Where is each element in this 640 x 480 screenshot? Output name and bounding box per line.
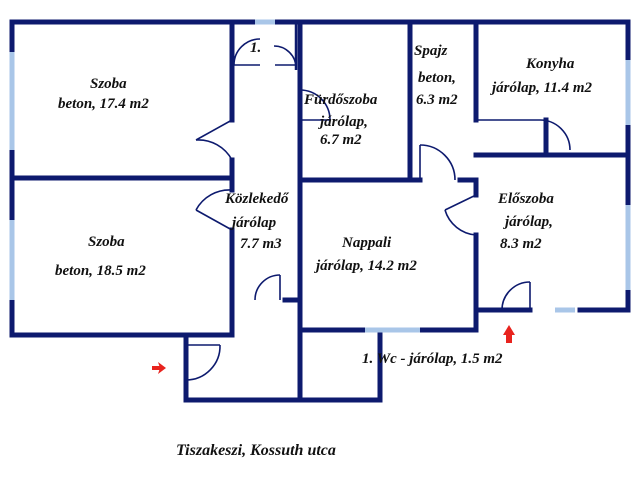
room-furdo-floor: járólap, xyxy=(318,114,368,130)
room-spajz-area: 6.3 m2 xyxy=(416,92,458,108)
red-arrow-up-icon xyxy=(503,325,515,343)
red-arrow-right-icon xyxy=(158,362,166,374)
room-kozleked-area: 7.7 m3 xyxy=(240,236,282,252)
room-wc-marker: 1. xyxy=(250,40,261,56)
room-szoba-1-floor: beton, 17.4 m2 xyxy=(58,96,149,112)
room-konyha-floor: járólap, 11.4 m2 xyxy=(490,80,593,96)
room-eloszoba-floor: járólap, xyxy=(503,214,553,230)
room-kozleked-floor: járólap xyxy=(230,215,277,231)
wc-note: 1. Wc - járólap, 1.5 m2 xyxy=(362,351,503,367)
room-szoba-2-name: Szoba xyxy=(88,234,125,250)
room-furdo-area: 6.7 m2 xyxy=(320,132,362,148)
room-szoba-2-floor: beton, 18.5 m2 xyxy=(55,263,146,279)
room-szoba-1-name: Szoba xyxy=(90,76,127,92)
room-eloszoba-name: Előszoba xyxy=(497,191,554,207)
room-furdo-name: Fürdőszoba xyxy=(303,92,378,108)
room-spajz-floor: beton, xyxy=(418,70,456,86)
door-swings xyxy=(185,38,571,381)
room-eloszoba-area: 8.3 m2 xyxy=(500,236,542,252)
red-arrow-right-icon-shaft xyxy=(152,366,160,370)
windows xyxy=(9,19,631,333)
room-konyha-name: Konyha xyxy=(525,56,575,72)
interior-walls xyxy=(9,19,631,313)
room-nappali-floor: járólap, 14.2 m2 xyxy=(314,258,417,274)
room-spajz-name: Spajz xyxy=(414,43,448,59)
address: Tiszakeszi, Kossuth utca xyxy=(176,442,336,459)
room-nappali-name: Nappali xyxy=(341,235,392,251)
room-kozleked-name: Közlekedő xyxy=(224,191,290,207)
